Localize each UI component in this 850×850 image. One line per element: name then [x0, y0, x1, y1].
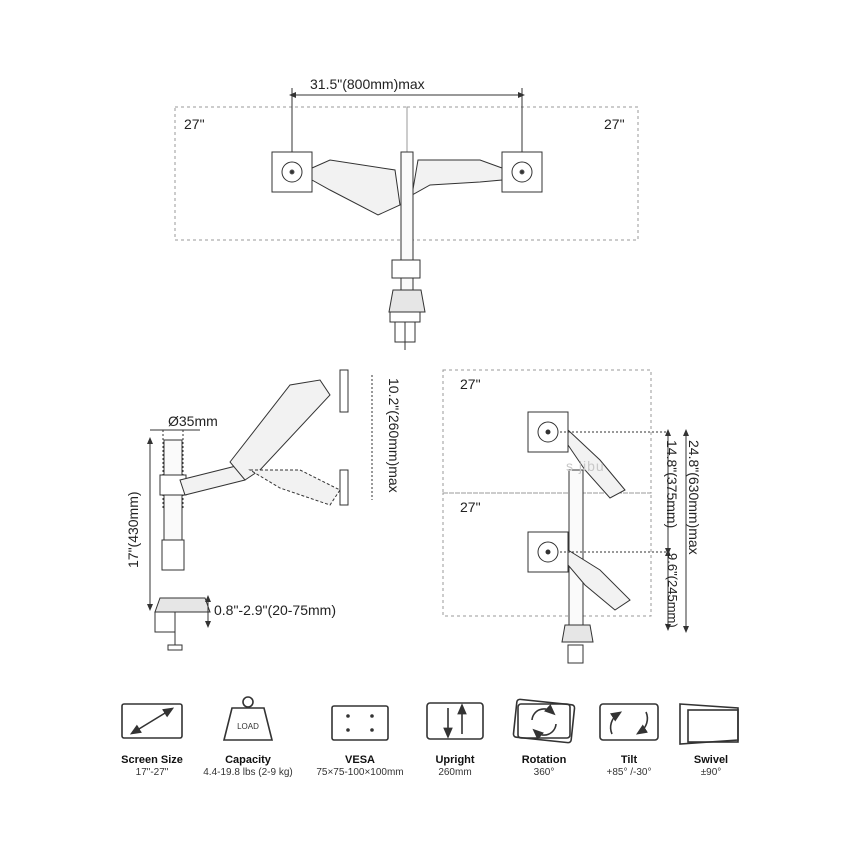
- spec-tilt: Tilt +85° /-30°: [579, 748, 679, 778]
- pole-diameter-label: Ø35mm: [168, 413, 218, 429]
- stacked-view: [442, 369, 689, 664]
- spec-value: ±90°: [700, 767, 722, 778]
- swivel-icon: [679, 703, 739, 745]
- reach-label: 10.2"(260mm)max: [386, 378, 402, 493]
- lower-height-label: 9.6"(245mm): [665, 553, 680, 628]
- pole: [400, 151, 414, 303]
- spec-value: 360°: [533, 767, 555, 778]
- width-label: 31.5"(800mm)max: [310, 76, 425, 92]
- top-view: [174, 88, 639, 350]
- stacked-screen-bottom: [442, 492, 652, 617]
- spec-upright: Upright 260mm: [405, 748, 505, 778]
- watermark: s jibu: [566, 458, 605, 474]
- spec-vesa: VESA 75×75-100×100mm: [310, 748, 410, 778]
- diagonal-arrow-icon: [121, 703, 183, 739]
- spec-swivel: Swivel ±90°: [661, 748, 761, 778]
- side-view: [147, 369, 373, 651]
- svg-text:LOAD: LOAD: [237, 722, 259, 731]
- height-label: 17"(430mm): [125, 491, 141, 568]
- spec-capacity: Capacity 4.4-19.8 lbs (2-9 kg): [198, 748, 298, 778]
- spec-screen-size: Screen Size 17"-27": [102, 748, 202, 778]
- rotation-icon: [512, 698, 576, 744]
- clamp-label: 0.8"-2.9"(20-75mm): [214, 602, 336, 618]
- outer-height-label: 24.8"(630mm)max: [686, 440, 702, 555]
- spec-title: Capacity: [225, 754, 271, 766]
- spec-title: VESA: [345, 754, 375, 766]
- spec-title: Screen Size: [121, 754, 183, 766]
- load-weight-icon: LOAD: [222, 696, 274, 741]
- vesa-plate-icon: [331, 705, 389, 741]
- spec-value: 260mm: [438, 767, 472, 778]
- stacked-screen-bottom-label: 27": [460, 499, 481, 515]
- screen-size-right: 27": [604, 116, 625, 132]
- inner-height-label: 14.8"(375mm): [664, 440, 680, 529]
- spec-title: Tilt: [620, 754, 638, 766]
- screen-outline-left: [174, 106, 408, 241]
- spec-title: Upright: [435, 754, 475, 766]
- spec-title: Swivel: [693, 754, 729, 766]
- screen-size-left: 27": [184, 116, 205, 132]
- up-down-arrows-icon: [426, 702, 484, 740]
- spec-value: +85° /-30°: [606, 767, 652, 778]
- spec-rotation: Rotation 360°: [494, 748, 594, 778]
- spec-title: Rotation: [521, 754, 567, 766]
- spec-value: 17"-27": [135, 767, 169, 778]
- spec-value: 4.4-19.8 lbs (2-9 kg): [203, 767, 293, 778]
- spec-icons: LOAD: [121, 696, 739, 745]
- stacked-screen-top-label: 27": [460, 376, 481, 392]
- tilt-icon: [599, 703, 659, 741]
- spec-value: 75×75-100×100mm: [316, 767, 404, 778]
